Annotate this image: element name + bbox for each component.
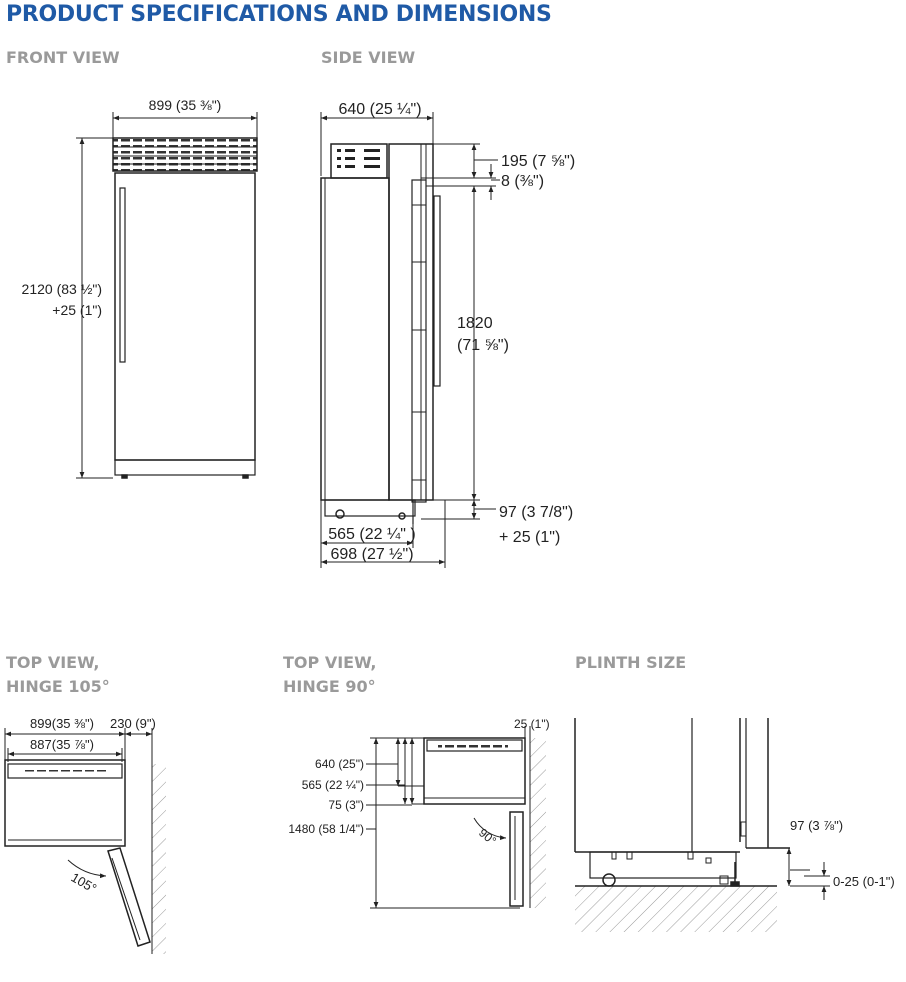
side-door-panel bbox=[411, 179, 427, 503]
top-90-d75-label: 75 (3") bbox=[328, 798, 364, 812]
side-plinth-label-1: 97 (3 7/8") bbox=[499, 504, 573, 521]
plinth-drawing bbox=[574, 718, 790, 932]
front-height-dimension bbox=[76, 137, 113, 479]
front-handle bbox=[119, 187, 126, 363]
front-height-label-2: +25 (1") bbox=[52, 302, 102, 318]
top-90-dimensions bbox=[366, 726, 531, 909]
side-cabinet bbox=[320, 177, 390, 501]
top-90-d565-label: 565 (22 ¼") bbox=[302, 778, 364, 792]
top-view-90-heading: TOP VIEW, HINGE 90° bbox=[283, 651, 377, 699]
side-grille-label: 195 (7 ⅝") bbox=[501, 153, 575, 170]
top-90-door bbox=[509, 811, 524, 907]
top-105-angle-label: 105° bbox=[69, 870, 100, 896]
top-105-clearance-label: 230 (9") bbox=[110, 716, 156, 731]
top-105-dimensions bbox=[4, 728, 153, 764]
side-door-label-2: (71 ⅝") bbox=[457, 337, 509, 354]
top-105-cabinet bbox=[4, 759, 126, 847]
plinth-height-label: 97 (3 ⅞") bbox=[790, 818, 843, 833]
plinth-adjust-label: 0-25 (0-1") bbox=[833, 874, 895, 889]
top-105-width-inner-label: 887(35 ⅞") bbox=[30, 737, 94, 752]
top-105-door bbox=[107, 847, 151, 947]
side-view-drawing bbox=[320, 143, 441, 524]
top-90-cabinet bbox=[423, 737, 526, 805]
front-width-label: 899 (35 ⅜") bbox=[149, 97, 222, 113]
top-view-90-heading-line2: HINGE 90° bbox=[283, 677, 376, 696]
plinth-base bbox=[589, 851, 737, 879]
top-90-d640-label: 640 (25") bbox=[315, 757, 364, 771]
front-width-dimension bbox=[112, 112, 258, 138]
top-90-d1480-label: 1480 (58 1/4") bbox=[288, 822, 364, 836]
side-depth-cabinet-label: 565 (22 ¼" ) bbox=[328, 526, 416, 543]
side-plinth bbox=[324, 499, 416, 517]
plinth-dimensions bbox=[786, 848, 830, 900]
top-view-105-heading: TOP VIEW, HINGE 105° bbox=[6, 651, 110, 699]
side-plinth-label-2: + 25 (1") bbox=[499, 529, 560, 546]
front-view-drawing bbox=[112, 137, 258, 479]
top-90-side-gap-label: 25 (1") bbox=[514, 717, 550, 731]
side-view-heading: SIDE VIEW bbox=[321, 48, 416, 67]
plinth-size-heading: PLINTH SIZE bbox=[575, 653, 687, 672]
top-90-angle-label: 90° bbox=[476, 826, 499, 849]
front-door bbox=[114, 172, 256, 461]
side-depth-bottom-dimensions bbox=[320, 500, 446, 568]
side-depth-total-label: 698 (27 ½") bbox=[330, 546, 413, 563]
side-depth-top-label: 640 (25 ¼") bbox=[338, 101, 421, 118]
side-height-dimensions bbox=[421, 143, 500, 520]
front-view-heading: FRONT VIEW bbox=[6, 48, 120, 67]
side-door-label-1: 1820 bbox=[457, 315, 493, 332]
front-grille bbox=[112, 137, 258, 172]
top-105-width-outer-label: 899(35 ⅜") bbox=[30, 716, 94, 731]
side-handle bbox=[433, 195, 441, 387]
top-view-105-heading-line2: HINGE 105° bbox=[6, 677, 110, 696]
top-90-drawing bbox=[423, 737, 546, 908]
side-gap-label: 8 (⅜") bbox=[501, 173, 544, 190]
top-105-drawing bbox=[4, 759, 166, 954]
page-title: PRODUCT SPECIFICATIONS AND DIMENSIONS bbox=[6, 2, 552, 27]
front-plinth bbox=[114, 459, 256, 476]
front-height-label-1: 2120 (83 ½") bbox=[22, 281, 102, 297]
top-view-105-heading-line1: TOP VIEW, bbox=[6, 653, 100, 672]
side-depth-top-dimension bbox=[320, 112, 434, 176]
top-view-90-heading-line1: TOP VIEW, bbox=[283, 653, 377, 672]
